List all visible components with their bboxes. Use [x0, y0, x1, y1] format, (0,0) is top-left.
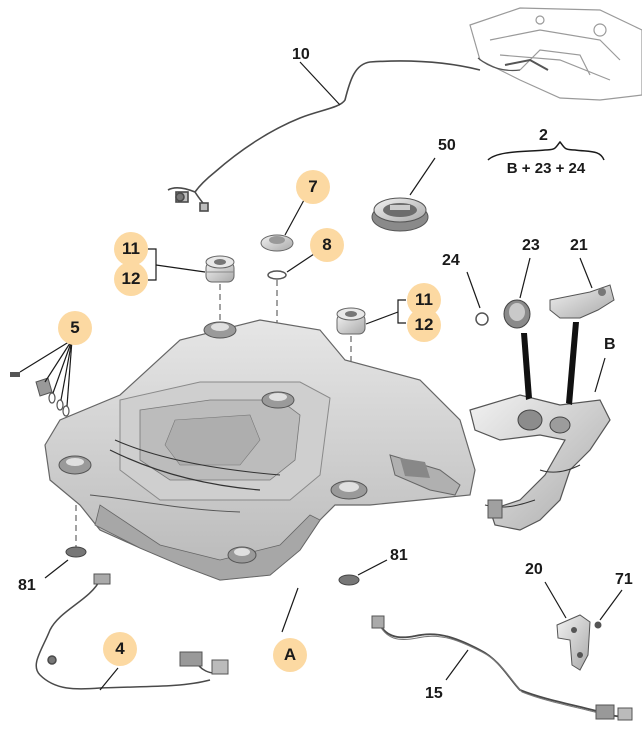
arrow-23 [521, 333, 532, 400]
leader-24 [466, 271, 481, 309]
callout-81-right: 81 [390, 547, 408, 564]
callout-10: 10 [292, 46, 310, 63]
grommet-left [205, 255, 235, 283]
leader-8 [286, 253, 315, 273]
badge-4: 4 [103, 632, 137, 666]
callout-20: 20 [525, 561, 543, 578]
leader-A [281, 587, 299, 633]
callout-81-left: 81 [18, 577, 36, 594]
callout-24: 24 [442, 252, 460, 269]
leader-7 [284, 199, 305, 236]
vehicle-underbody-sketch [469, 7, 642, 101]
ring-8 [267, 270, 287, 280]
leader-4 [99, 667, 119, 691]
leader-81-right [357, 559, 388, 576]
badge-11-left: 11 [114, 232, 148, 266]
callout-15: 15 [425, 685, 443, 702]
callout-21: 21 [570, 237, 588, 254]
leader-15 [445, 649, 469, 681]
leader-50 [409, 157, 436, 196]
filler-neck-B [469, 394, 611, 531]
seal-7 [260, 234, 294, 252]
ring-24 [475, 312, 489, 326]
bracket-2 [487, 140, 605, 161]
cap-23 [503, 299, 531, 329]
harness-10 [167, 60, 481, 212]
leader-81-left [44, 559, 69, 579]
callout-23: 23 [522, 237, 540, 254]
leader-11-12-left [148, 248, 206, 281]
harness-4 [35, 573, 229, 690]
badge-8: 8 [310, 228, 344, 262]
leader-10 [299, 61, 341, 106]
callout-B: B [604, 336, 616, 353]
leader-71 [599, 589, 623, 621]
pad-81-right [338, 574, 360, 586]
screw-71 [594, 621, 602, 629]
badge-A: A [273, 638, 307, 672]
leader-20 [544, 581, 567, 619]
bracket-21 [549, 284, 615, 319]
formula-2: B + 23 + 24 [506, 160, 586, 177]
badge-5: 5 [58, 311, 92, 345]
callout-2: 2 [539, 127, 548, 144]
pad-81-left [65, 546, 87, 558]
badge-12-left: 12 [114, 262, 148, 296]
leader-21 [579, 257, 593, 289]
badge-7: 7 [296, 170, 330, 204]
leader-5 [19, 339, 73, 407]
arrow-21 [566, 322, 579, 405]
callout-50: 50 [438, 137, 456, 154]
leader-11-12-right [365, 299, 406, 325]
leader-23 [519, 257, 531, 299]
grommet-right [336, 307, 366, 335]
callout-71: 71 [615, 571, 633, 588]
cap-50 [371, 197, 429, 232]
screw-set-5 [10, 372, 70, 417]
pipe-15 [371, 615, 633, 721]
leader-B [594, 357, 606, 393]
badge-12-right: 12 [407, 308, 441, 342]
bracket-20 [556, 614, 591, 671]
fuel-tank [44, 319, 476, 581]
